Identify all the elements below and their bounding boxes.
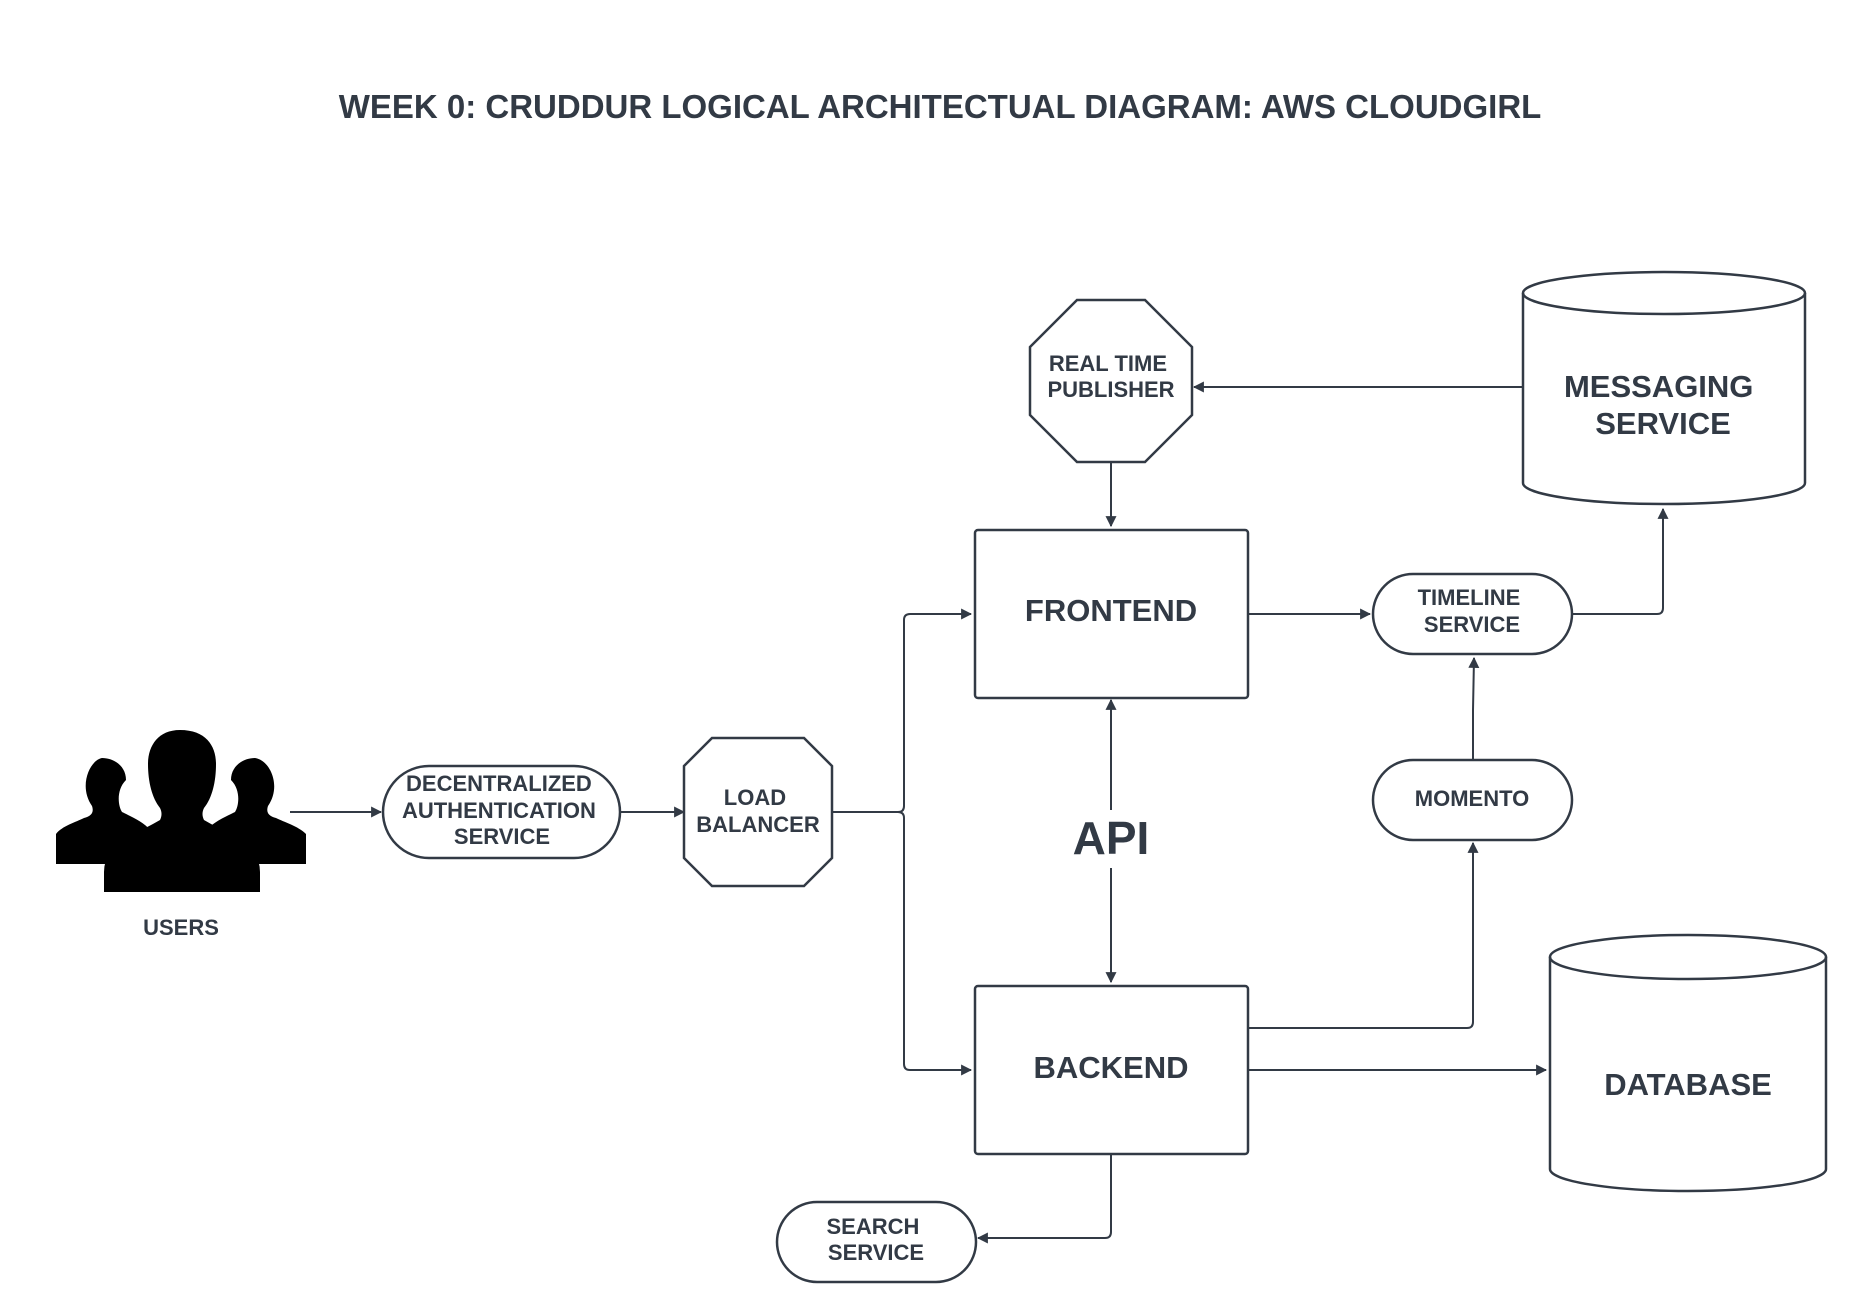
- svg-text:DECENTRALIZED AUTHENTICA: DECENTRALIZED AUTHENTICATION SERVICE: [402, 771, 602, 849]
- connector-loadbalancer-backend: [897, 811, 973, 1076]
- svg-text:SEARCH SERVICE: SEARCH SERVICE: [826, 1214, 925, 1265]
- api-label: API: [1073, 812, 1150, 864]
- users-label: USERS: [143, 915, 219, 940]
- database-label: DATABASE: [1604, 1067, 1772, 1102]
- connector-loadbalancer-frontend: [832, 608, 973, 813]
- load-balancer-node[interactable]: LOAD BALANCER: [682, 736, 834, 888]
- auth-service-label-line1: DECENTRALIZED: [406, 771, 592, 796]
- database-node[interactable]: DATABASE: [1548, 933, 1828, 1193]
- svg-text:LOAD BALANCER: LOAD BALANCER: [696, 785, 820, 837]
- timeline-service-label-line1: TIMELINE: [1418, 585, 1521, 610]
- svg-text:TIMELINE SERVICE: TIMELINE SERVICE: [1418, 585, 1527, 637]
- search-service-label-line2: SERVICE: [828, 1240, 924, 1265]
- realtime-publisher-node[interactable]: REAL TIME PUBLISHER: [1028, 298, 1194, 464]
- connector-timeline-messaging: [1572, 507, 1669, 615]
- connector-backend-momento: [1248, 841, 1479, 1029]
- momento-label: MOMENTO: [1415, 786, 1529, 811]
- connector-momento-timeline: [1468, 656, 1480, 760]
- search-service-node[interactable]: SEARCH SERVICE: [775, 1200, 978, 1284]
- messaging-service-node[interactable]: MESSAGING SERVICE: [1521, 270, 1807, 506]
- realtime-publisher-label-line1: REAL TIME: [1049, 351, 1167, 376]
- svg-text:REAL TIME PUBLISHER: REAL TIME PUBLISHER: [1047, 351, 1174, 402]
- backend-node[interactable]: BACKEND: [973, 984, 1250, 1156]
- auth-service-node[interactable]: DECENTRALIZED AUTHENTICATION SERVICE: [381, 764, 622, 860]
- timeline-service-label-line2: SERVICE: [1424, 612, 1520, 637]
- load-balancer-label-line2: BALANCER: [696, 812, 820, 837]
- auth-service-label-line2: AUTHENTICATION: [402, 798, 596, 823]
- svg-text:MESSAGING SERVICE: MESSAGING SERVICE: [1564, 369, 1762, 441]
- load-balancer-label-line1: LOAD: [724, 785, 786, 810]
- messaging-service-label-line2: SERVICE: [1595, 406, 1731, 441]
- diagram-title: WEEK 0: CRUDDUR LOGICAL ARCHITECTUAL DIA…: [339, 88, 1542, 125]
- momento-node[interactable]: MOMENTO: [1371, 758, 1574, 842]
- auth-service-label-line3: SERVICE: [454, 824, 550, 849]
- frontend-label: FRONTEND: [1025, 593, 1197, 628]
- timeline-service-node[interactable]: TIMELINE SERVICE: [1371, 572, 1574, 656]
- realtime-publisher-label-line2: PUBLISHER: [1047, 377, 1174, 402]
- users-group-icon: [56, 730, 306, 892]
- backend-label: BACKEND: [1034, 1050, 1189, 1085]
- search-service-label-line1: SEARCH: [826, 1214, 919, 1239]
- messaging-service-label-line1: MESSAGING: [1564, 369, 1753, 404]
- frontend-node[interactable]: FRONTEND: [973, 528, 1250, 700]
- connector-backend-search: [976, 1154, 1112, 1244]
